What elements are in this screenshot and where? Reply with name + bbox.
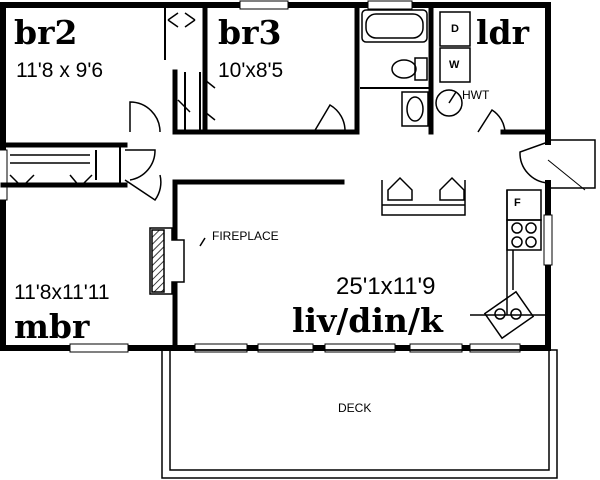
range bbox=[506, 219, 542, 251]
fridge-label: F bbox=[514, 197, 521, 209]
room-size-living: 25'1x11'9 bbox=[336, 273, 436, 300]
toilet-bowl bbox=[391, 59, 417, 79]
dryer-box bbox=[439, 11, 471, 47]
bathtub bbox=[361, 9, 428, 43]
room-size-br3: 10'x8'5 bbox=[218, 59, 284, 82]
bath-fixtures bbox=[361, 9, 429, 127]
deck-outline bbox=[161, 349, 558, 479]
water-heater-label: HWT bbox=[462, 88, 490, 102]
fireplace-label: FIREPLACE bbox=[212, 229, 279, 243]
fireplace bbox=[149, 227, 206, 295]
room-label-mbr: mbr bbox=[14, 307, 90, 346]
entry-landing-diagonal bbox=[547, 159, 586, 191]
laundry-fixtures bbox=[435, 11, 471, 117]
room-label-living: liv/din/k bbox=[292, 301, 443, 340]
bath-sink bbox=[401, 91, 429, 127]
closet-doors bbox=[9, 12, 216, 188]
interior-thin-walls bbox=[95, 5, 431, 185]
water-heater-circle bbox=[435, 89, 463, 117]
room-label-br3: br3 bbox=[218, 13, 282, 52]
toilet-tank bbox=[414, 57, 428, 81]
interior-walls bbox=[0, 2, 551, 351]
room-size-mbr: 11'8x11'11 bbox=[14, 281, 110, 304]
door-swings bbox=[124, 101, 549, 202]
entry-landing bbox=[548, 139, 596, 189]
dryer-label: D bbox=[451, 23, 459, 35]
kitchen-fixtures bbox=[470, 189, 548, 340]
deck-label: DECK bbox=[338, 401, 372, 415]
kitchen-sink bbox=[483, 290, 535, 340]
windows bbox=[0, 0, 553, 353]
fridge bbox=[506, 189, 542, 221]
washer-label: W bbox=[449, 59, 460, 71]
room-size-br2: 11'8 x 9'6 bbox=[16, 59, 104, 82]
dining-counter bbox=[381, 176, 466, 216]
room-label-br2: br2 bbox=[14, 13, 78, 52]
washer-box bbox=[439, 47, 471, 83]
room-label-ldr: ldr bbox=[476, 13, 529, 52]
